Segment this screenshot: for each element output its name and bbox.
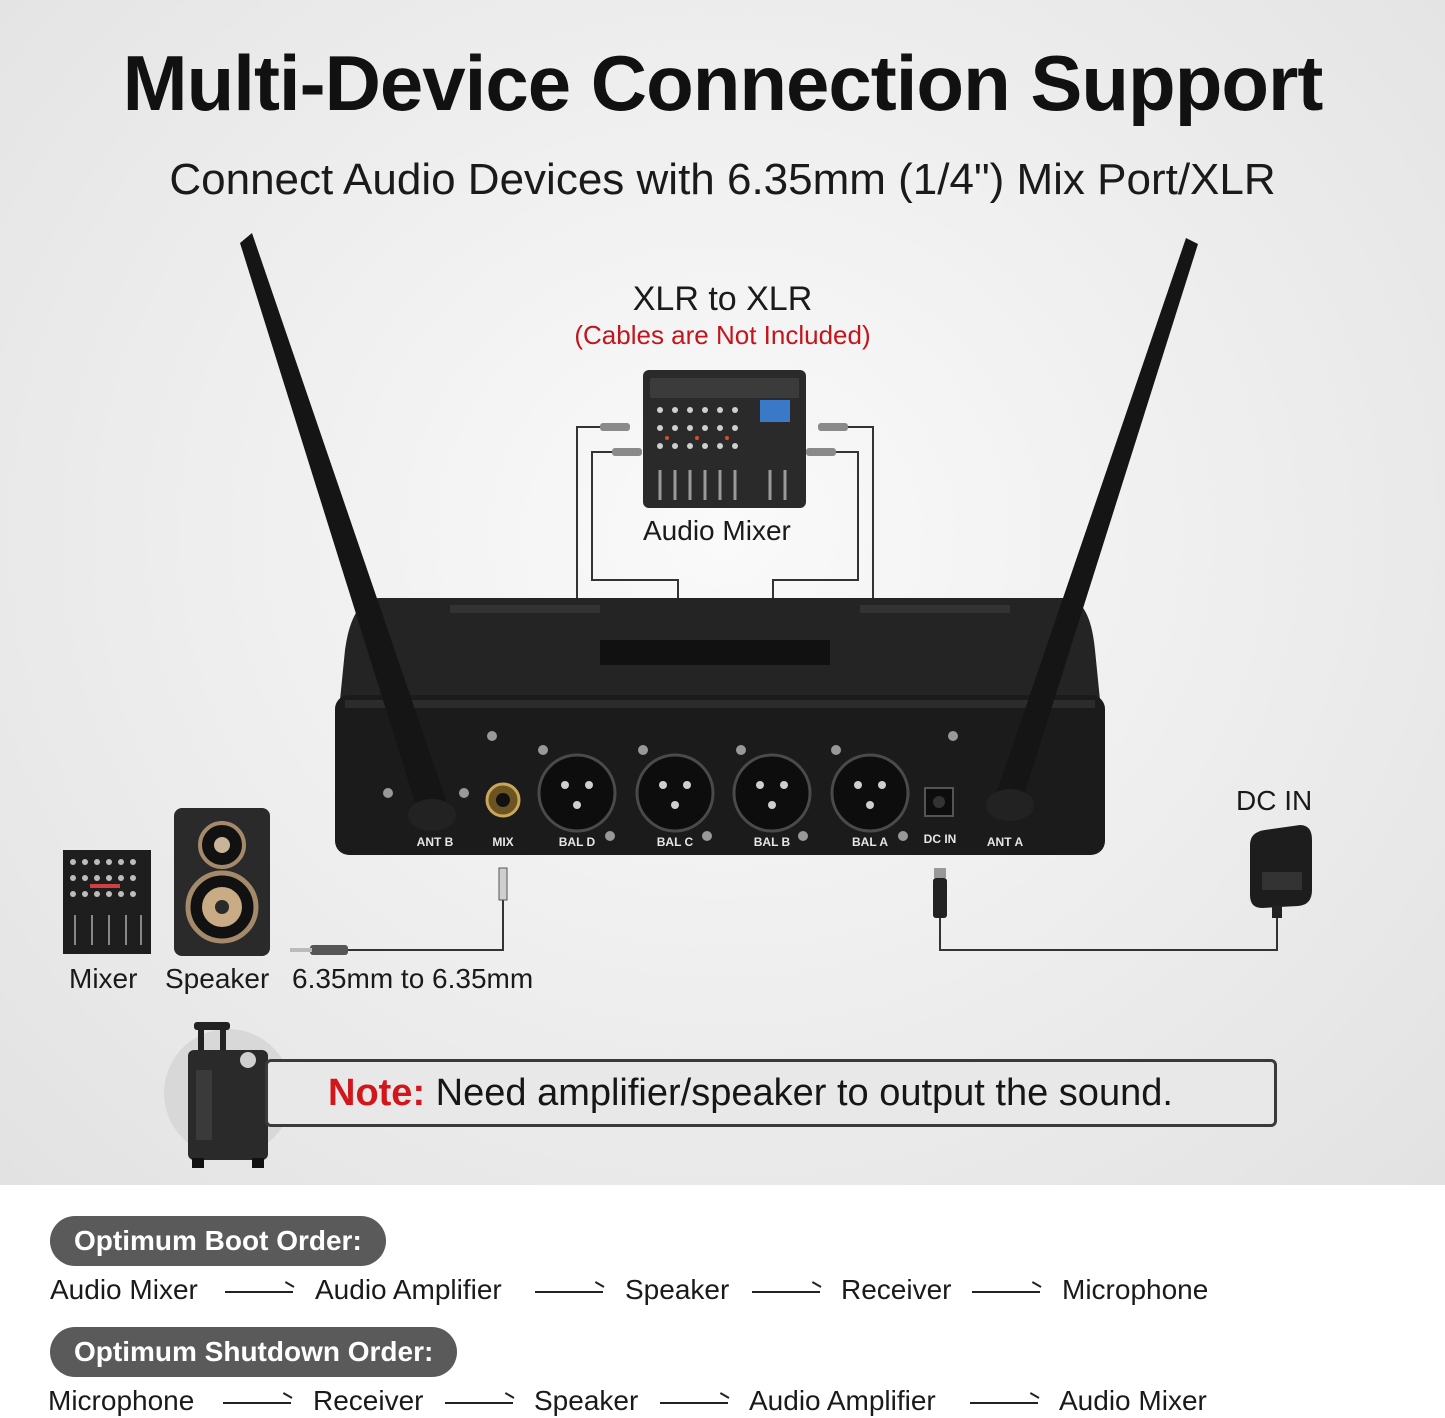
arrow-icon <box>752 1291 820 1293</box>
shutdown-step-4: Audio Amplifier <box>749 1385 936 1416</box>
panel-label-bal-d: BAL D <box>559 835 596 849</box>
cables-not-included-note: (Cables are Not Included) <box>574 320 871 350</box>
antenna-right <box>986 238 1198 821</box>
boot-step-2: Audio Amplifier <box>315 1274 502 1305</box>
boot-step-1: Audio Mixer <box>50 1274 198 1305</box>
note-box <box>265 1059 1277 1127</box>
connection-diagram: ANT B MIX BAL D BAL C BAL B BAL A DC IN … <box>63 233 1312 1168</box>
shutdown-step-1: Microphone <box>48 1385 195 1416</box>
boot-step-5: Microphone <box>1062 1274 1209 1305</box>
mixer-label: Mixer <box>69 963 138 994</box>
arrow-icon <box>970 1402 1038 1404</box>
dc-in-label: DC IN <box>1236 785 1313 816</box>
note-text: Note: Need amplifier/speaker to output t… <box>328 1072 1173 1115</box>
power-adapter-image <box>1250 825 1312 918</box>
panel-label-ant-b: ANT B <box>417 835 454 849</box>
panel-label-bal-b: BAL B <box>754 835 791 849</box>
speaker-label: Speaker <box>165 963 270 994</box>
boot-order-label: Optimum Boot Order: <box>50 1216 386 1266</box>
cable-label: 6.35mm to 6.35mm <box>292 963 534 994</box>
boot-step-4: Receiver <box>841 1274 952 1305</box>
antenna-left <box>240 233 456 831</box>
panel-label-bal-a: BAL A <box>852 835 888 849</box>
arrow-icon <box>225 1291 293 1293</box>
shutdown-step-3: Speaker <box>534 1385 639 1416</box>
page-title: Multi-Device Connection Support <box>122 39 1324 127</box>
arrow-icon <box>972 1291 1040 1293</box>
panel-label-ant-a: ANT A <box>987 835 1024 849</box>
shutdown-order-label: Optimum Shutdown Order: <box>50 1327 458 1377</box>
mixer-small-image <box>63 850 151 954</box>
arrow-icon <box>535 1291 603 1293</box>
audio-mixer-label: Audio Mixer <box>643 515 791 546</box>
illustration-background <box>0 0 1445 1185</box>
arrow-icon <box>445 1402 513 1404</box>
shutdown-step-5: Audio Mixer <box>1059 1385 1207 1416</box>
panel-label-mix: MIX <box>492 835 513 849</box>
xlr-connection-label: XLR to XLR <box>632 280 813 318</box>
arrow-icon <box>660 1402 728 1404</box>
boot-step-3: Speaker <box>625 1274 730 1305</box>
arrow-icon <box>223 1402 291 1404</box>
shutdown-step-2: Receiver <box>313 1385 424 1416</box>
party-speaker-image <box>164 1022 292 1168</box>
panel-label-bal-c: BAL C <box>657 835 694 849</box>
note-keyword: Note: <box>328 1072 426 1114</box>
receiver-image: ANT B MIX BAL D BAL C BAL B BAL A DC IN … <box>335 598 1105 855</box>
note-body: Need amplifier/speaker to output the sou… <box>425 1072 1173 1114</box>
audio-mixer-image <box>643 370 806 508</box>
panel-label-dc-in: DC IN <box>924 832 957 846</box>
speaker-image <box>174 808 270 956</box>
page-subtitle: Connect Audio Devices with 6.35mm (1/4")… <box>169 155 1276 204</box>
